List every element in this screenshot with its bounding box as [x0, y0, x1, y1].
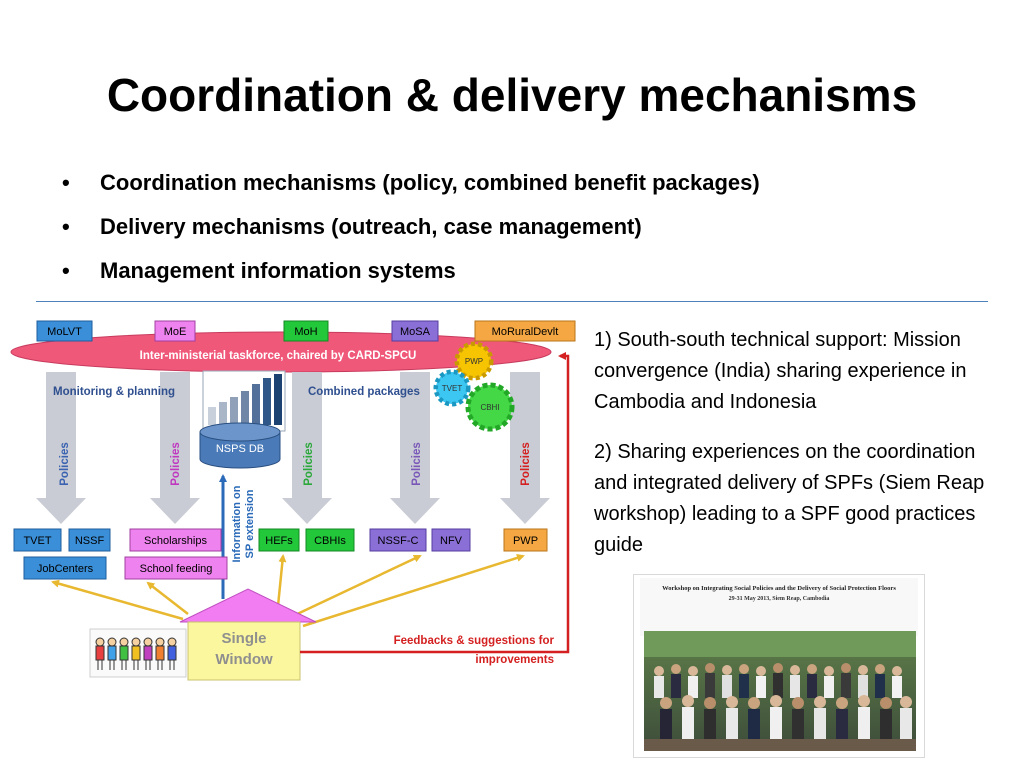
program-label: School feeding [140, 563, 213, 575]
people-clipart-icon [89, 628, 187, 678]
policies-label: Policies [303, 442, 315, 485]
database-label: NSPS DB [216, 443, 264, 455]
workshop-banner: Workshop on Integrating Social Policies … [640, 578, 918, 636]
gear-icon-cbhi: CBHI [465, 382, 515, 432]
gear-label: PWP [465, 357, 483, 366]
single-window-label: Single [221, 630, 266, 647]
ministry-label: MoH [294, 326, 317, 338]
gear-label: CBHI [480, 403, 499, 412]
ministry-box-mosa [391, 320, 439, 342]
policies-label: Policies [59, 442, 71, 485]
program-box-nssf-c [369, 528, 427, 552]
note-south-south: 1) South-south technical support: Missio… [594, 329, 967, 413]
program-box-hefs [258, 528, 300, 552]
info-extension-label: SP extension [244, 489, 256, 558]
workshop-title: Workshop on Integrating Social Policies … [662, 585, 896, 592]
program-box-nssf [68, 528, 111, 552]
single-window: Single Window [179, 588, 317, 681]
program-label: HEFs [265, 535, 293, 547]
program-box-jobcenters [23, 556, 107, 580]
delivery-arrow [276, 554, 287, 607]
combined-packages-label: Combined packages [308, 386, 420, 398]
ministry-label: MoE [164, 326, 187, 338]
taskforce-label: Inter-ministerial taskforce, chaired by … [140, 350, 417, 362]
group-photo-icon [644, 631, 916, 751]
bullet-text: Delivery mechanisms (outreach, case mana… [100, 214, 642, 239]
ministry-box-molvt [36, 320, 93, 342]
bullet-dot-icon: • [62, 170, 70, 195]
policy-arrow [282, 372, 332, 524]
single-window-label: Window [215, 651, 273, 668]
policy-arrow [390, 372, 440, 524]
gear-icon-tvet: TVET [433, 369, 471, 407]
policies-label: Policies [411, 442, 423, 485]
bullet-item: • Management information systems [62, 256, 1002, 300]
ministry-box-moh [283, 320, 329, 342]
gear-icon-pwp: PWP [454, 341, 494, 381]
divider-line [36, 301, 988, 302]
bullet-item: • Coordination mechanisms (policy, combin… [62, 168, 1002, 212]
ministry-label: MoRuralDevlt [492, 326, 559, 338]
program-label: PWP [513, 535, 538, 547]
bullet-dot-icon: • [62, 214, 70, 239]
coordination-diagram: MoLVT MoE MoH MoSA MoRuralDevlt Inter-mi… [10, 320, 576, 681]
ministry-box-moruraldevlt [474, 320, 576, 342]
program-box-scholarships [129, 528, 222, 552]
program-label: NSSF [75, 535, 105, 547]
note-siem-reap: 2) Sharing experiences on the coordinati… [594, 441, 985, 556]
database-icon [199, 422, 281, 469]
feedback-label: improvements [475, 654, 554, 666]
workshop-subtitle: 29-31 May 2013, Siem Reap, Cambodia [728, 596, 830, 602]
program-label: NSSF-C [378, 535, 419, 547]
delivery-arrow [292, 554, 422, 618]
bullet-dot-icon: • [62, 258, 70, 283]
monitoring-label: Monitoring & planning [53, 386, 175, 398]
program-box-nfv [431, 528, 471, 552]
bullet-text: Management information systems [100, 258, 456, 283]
policies-label: Policies [520, 442, 532, 485]
program-box-school-feeding [124, 556, 228, 580]
slide-title: Coordination & delivery mechanisms [106, 69, 918, 121]
delivery-arrow [51, 579, 184, 621]
delivery-arrow [146, 581, 189, 615]
ministry-boxes: MoLVT MoE MoH MoSA MoRuralDevlt [36, 320, 576, 342]
bullet-text: Coordination mechanisms (policy, combine… [100, 170, 760, 195]
bar-chart-icon [202, 370, 286, 432]
ministry-label: MoLVT [47, 326, 82, 338]
program-box-pwp [503, 528, 548, 552]
workshop-photo: Workshop on Integrating Social Policies … [634, 575, 924, 757]
policies-label: Policies [170, 442, 182, 485]
bullet-item: • Delivery mechanisms (outreach, case man… [62, 212, 1002, 256]
delivery-arrows [51, 554, 525, 628]
policy-arrow [36, 372, 86, 524]
gear-label: TVET [442, 384, 463, 393]
program-box-tvet [13, 528, 62, 552]
feedback-label: Feedbacks & suggestions for [394, 635, 555, 647]
program-label: JobCenters [37, 563, 94, 575]
program-boxes: TVET NSSF Scholarships HEFs CBHIs NSSF-C… [13, 528, 548, 580]
program-label: CBHIs [314, 535, 346, 547]
info-extension-label: Information on [231, 485, 243, 562]
bullet-list: • Coordination mechanisms (policy, combin… [62, 168, 1002, 300]
program-label: NFV [440, 535, 463, 547]
program-label: Scholarships [144, 535, 207, 547]
ministry-box-moe [154, 320, 196, 342]
policy-arrow [150, 372, 200, 524]
delivery-arrow [302, 554, 525, 628]
feedback-arrow [300, 352, 570, 654]
program-label: TVET [23, 535, 51, 547]
program-box-cbhis [305, 528, 355, 552]
ministry-label: MoSA [400, 326, 431, 338]
